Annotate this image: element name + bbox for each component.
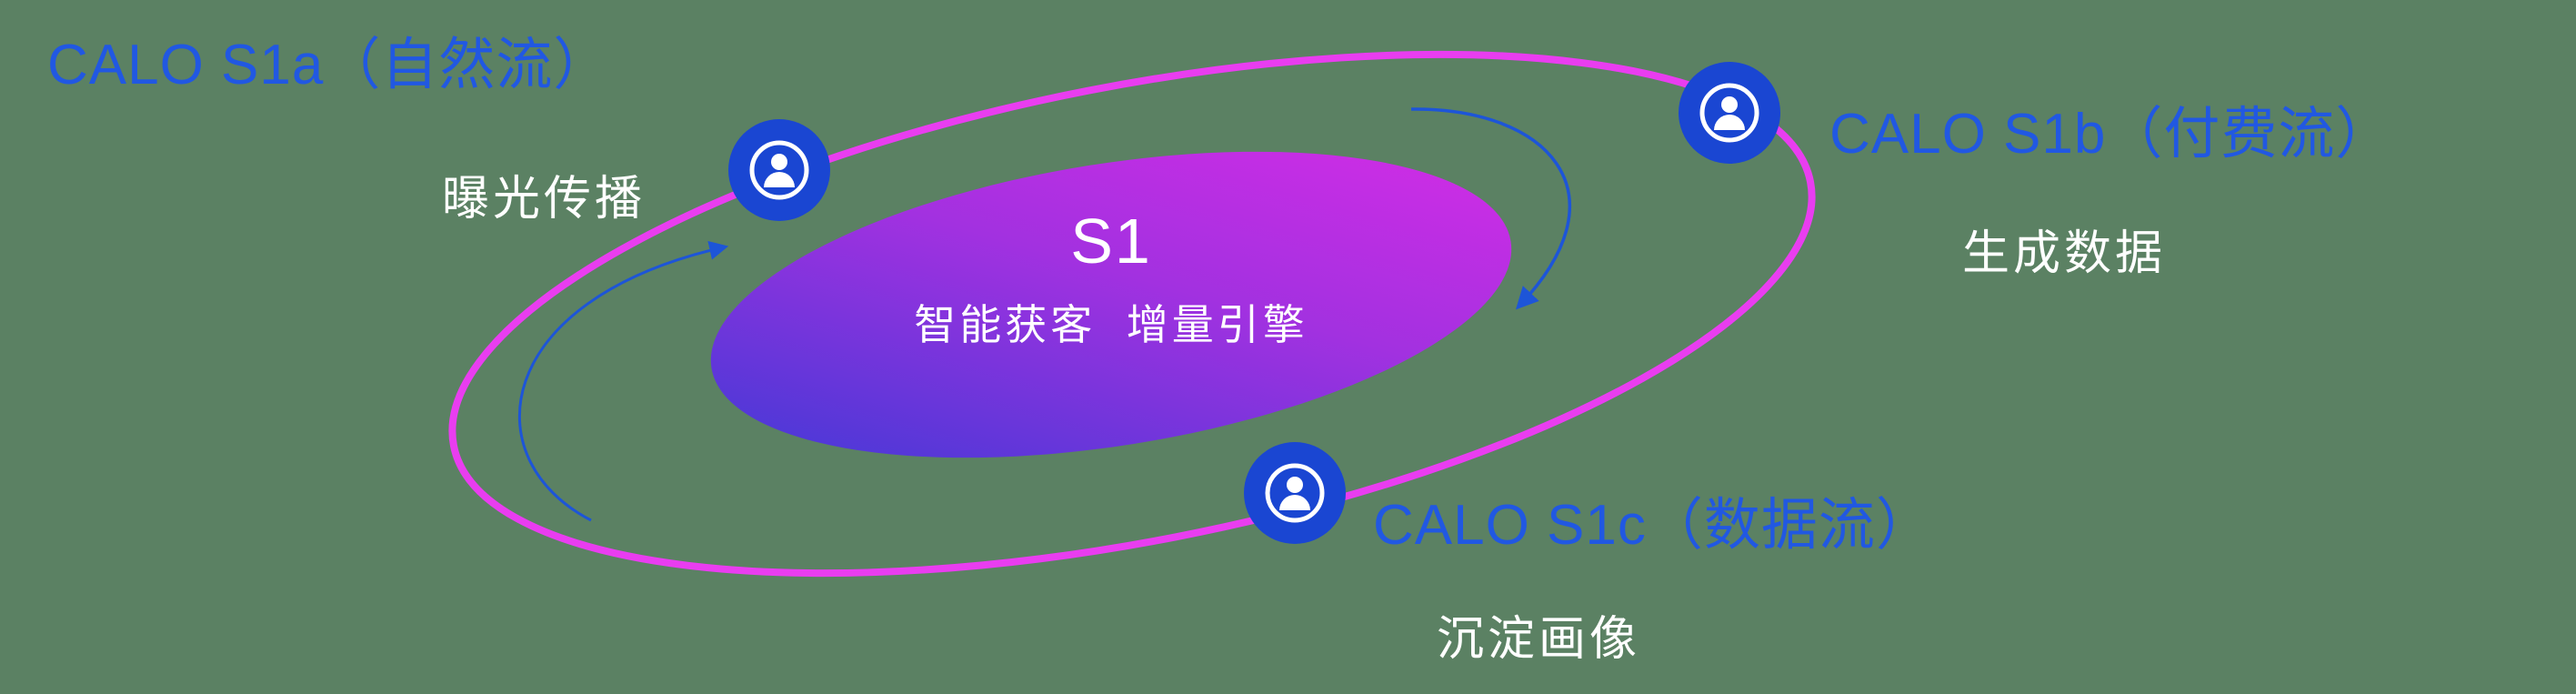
person-head: [771, 154, 787, 170]
core-ellipse: [710, 151, 1512, 458]
flow-arrow-left: [517, 241, 729, 522]
node-s1a-person-icon: [728, 119, 830, 221]
sublabel-s1a: 曝光传播: [442, 173, 647, 226]
person-head: [1287, 477, 1303, 493]
label-s1c: CALO S1c（数据流）: [1373, 494, 1933, 557]
sublabel-s1b: 生成数据: [1962, 227, 2167, 280]
node-s1c-person-icon: [1244, 442, 1346, 544]
person-ring: [1265, 463, 1325, 523]
node-s1b-person-icon: [1679, 62, 1780, 164]
label-s1a: CALO S1a（自然流）: [47, 34, 611, 96]
label-s1b: CALO S1b（付费流）: [1829, 103, 2393, 166]
orbit-ring: [448, 50, 1816, 578]
core-subtitle: 智能获客 增量引擎: [914, 301, 1308, 348]
person-body: [1279, 495, 1310, 510]
sublabel-s1c: 沉淀画像: [1437, 613, 1641, 666]
core-text-block: S1 智能获客 增量引擎: [747, 205, 1475, 352]
person-body: [764, 172, 795, 187]
core-title: S1: [1070, 206, 1152, 277]
person-ring: [749, 140, 809, 200]
person-body: [1714, 115, 1745, 130]
person-head: [1721, 96, 1738, 113]
flow-arrow-right: [1410, 107, 1572, 310]
person-ring: [1699, 83, 1759, 143]
